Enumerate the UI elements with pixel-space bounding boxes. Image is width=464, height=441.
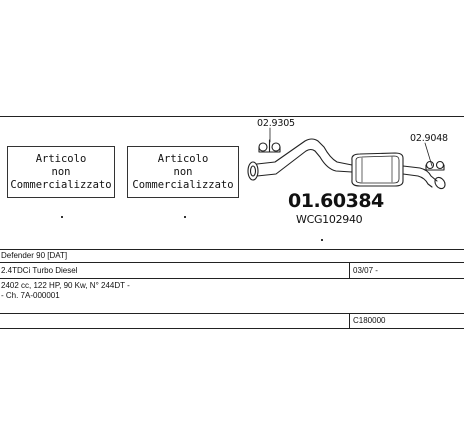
chassis-number: - Ch. 7A-000001: [1, 291, 60, 300]
not-available-box-1: Articolo non Commercializzato: [7, 146, 115, 198]
box-line-3: Commercializzato: [10, 178, 112, 191]
header-top-rule: [0, 116, 464, 117]
front-flange-icon: [247, 161, 259, 181]
tail-pipe-icon: [402, 165, 438, 182]
info-rule-2: [0, 262, 464, 263]
main-marker: [321, 239, 323, 241]
engine-specs: 2402 cc, 122 HP, 90 Kw, N° 244DT -: [1, 281, 130, 290]
muffler-icon: [351, 152, 404, 187]
main-part-number: 01.60384: [288, 190, 384, 212]
info-rule-3: [0, 278, 464, 279]
front-pipe-icon: [256, 138, 353, 166]
hanger-right-icon: [425, 160, 445, 171]
production-date: 03/07 -: [353, 266, 378, 275]
info-top-rule: [0, 249, 464, 250]
box-line-1: Articolo: [35, 152, 87, 165]
part-code-right: 02.9048: [410, 133, 448, 144]
part-code-left: 02.9305: [257, 118, 295, 129]
box-line-2: non: [173, 165, 193, 178]
box-line-1: Articolo: [157, 152, 209, 165]
vehicle-model: Defender 90 [DAT]: [1, 251, 68, 260]
oem-part-number: WCG102940: [296, 213, 363, 226]
engine-description: 2.4TDCi Turbo Diesel: [1, 266, 78, 275]
info-rule-4: [0, 313, 464, 314]
box-2-marker: [184, 216, 186, 218]
hanger-left-icon: [258, 139, 281, 153]
box-1-marker: [61, 216, 63, 218]
reference-code: C180000: [353, 316, 386, 325]
box-line-2: non: [51, 165, 71, 178]
info-bottom-rule: [0, 328, 464, 329]
info-column-divider-2: [349, 313, 350, 328]
box-line-3: Commercializzato: [132, 178, 234, 191]
info-column-divider-1: [349, 262, 350, 278]
not-available-box-2: Articolo non Commercializzato: [127, 146, 239, 198]
